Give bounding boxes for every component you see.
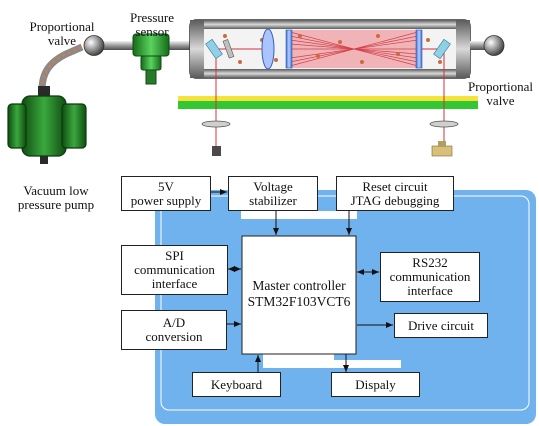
block-text: interface (407, 283, 453, 298)
block-text: Reset circuit (362, 178, 428, 194)
block-text: Dispaly (355, 376, 396, 392)
hose (38, 43, 84, 91)
adc-block: A/D conversion (121, 310, 227, 350)
keyboard-block: Keyboard (192, 372, 281, 397)
block-text: stabilizer (249, 192, 297, 208)
block-text: A/D (162, 315, 186, 330)
block-text: JTAG debugging (350, 192, 440, 208)
drive-circuit-block: Drive circuit (394, 313, 488, 338)
block-text: Master controller (252, 278, 346, 293)
label-line: Proportional (468, 80, 533, 94)
reset-jtag-block: Reset circuit JTAG debugging (336, 176, 454, 211)
proportional-valve-left-label: Proportional valve (20, 20, 104, 48)
panel-channel-top (241, 211, 357, 219)
rs232-interface-block: RS232 communication interface (380, 252, 480, 302)
label-line: Vacuum low (23, 183, 89, 198)
pressure-sensor-icon (132, 33, 170, 85)
label-line: Pressure (129, 10, 175, 25)
block-text: interface (151, 276, 198, 291)
panel-channel-bottom (263, 360, 401, 368)
block-text: SPI (165, 248, 184, 263)
proportional-valve-right-label: Proportional valve (462, 80, 539, 108)
master-controller-frame (241, 235, 357, 355)
gas-cell-icon (189, 19, 471, 96)
proportional-valve-left-icon (83, 35, 105, 56)
spi-interface-block: SPI communication interface (121, 245, 228, 295)
hose-stripes (41, 46, 83, 91)
block-text: 5V (158, 178, 174, 194)
power-supply-block: 5V power supply (121, 176, 211, 211)
block-text: Keyboard (210, 376, 263, 392)
block-text: communication (389, 269, 471, 284)
block-text: communication (134, 262, 215, 277)
label-line: valve (486, 93, 515, 108)
rail-yellow (178, 96, 478, 101)
vacuum-pump-label: Vacuum low pressure pump (6, 184, 106, 212)
label-line: valve (47, 33, 77, 48)
display-block: Dispaly (331, 372, 420, 397)
block-text: power supply (130, 192, 202, 208)
block-text: conversion (145, 329, 203, 344)
detector-icon (429, 96, 459, 157)
block-text: STM32F103VCT6 (247, 294, 351, 309)
block-text: RS232 (412, 255, 448, 270)
pressure-sensor-label: Pressure sensor (116, 11, 188, 39)
block-text: Drive circuit (407, 317, 475, 333)
proportional-valve-right-icon (483, 35, 505, 56)
vacuum-pump-icon (7, 86, 87, 164)
voltage-stabilizer-block: Voltage stabilizer (228, 176, 318, 211)
label-line: Proportional (29, 19, 95, 34)
master-controller-label: Master controller STM32F103VCT6 (242, 278, 356, 310)
block-text: Voltage (253, 178, 293, 194)
rail-green (178, 101, 478, 109)
label-line: pressure pump (17, 197, 95, 212)
label-line: sensor (135, 24, 169, 39)
laser-source-icon (201, 96, 231, 156)
